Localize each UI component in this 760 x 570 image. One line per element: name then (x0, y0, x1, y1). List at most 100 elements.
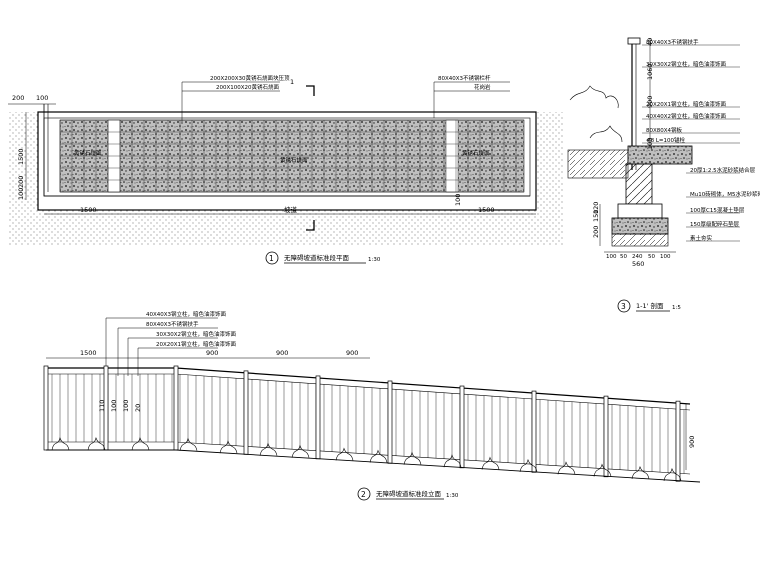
section-dim: 1060 (646, 63, 654, 80)
plan-dim: 100 (17, 188, 25, 200)
section-plant (569, 85, 619, 109)
section-gravel-base (611, 217, 669, 235)
elevation-shrubs (51, 436, 682, 481)
plan-dim: 200 (17, 176, 25, 188)
plan-section-number: 1 (290, 78, 294, 86)
section-dim: 240 (632, 254, 643, 260)
elevation-callout: 40X40X3钢立柱，暗色油漆饰面 (146, 310, 227, 318)
elevation-title: 无障碍坡道标准段立面 (376, 489, 442, 498)
section-label: 40X40X2钢立柱，暗色油漆饰面 (646, 112, 727, 120)
plan-drawing: 黄锈石烧面 黄锈石烧面 黄锈石烧面 200X200X30黄锈石烧面块压顶 200… (8, 74, 564, 265)
section-soil (567, 149, 629, 179)
elevation-shrub (369, 449, 388, 463)
plan-dim: 1500 (478, 206, 495, 214)
section-label: 20X20X1钢立柱，暗色油漆饰面 (646, 100, 727, 108)
elevation-post (43, 365, 49, 451)
elevation-rail-lower (46, 373, 691, 411)
plan-callout: 200X100X20黄锈石烧面 (216, 83, 280, 91)
section-dim: 200 (592, 226, 600, 238)
elevation-shrub (219, 440, 238, 454)
elevation-shrub (51, 436, 70, 451)
section-label: 100厚C15混凝土垫层 (690, 206, 745, 214)
elevation-dim: 110 (98, 400, 106, 412)
elevation-shrub (443, 454, 462, 468)
elevation-shrub (519, 458, 538, 472)
section-brick-wall (625, 163, 653, 205)
elevation-callout: 20X20X1钢立柱，暗色油漆饰面 (156, 340, 237, 348)
elevation-post (243, 370, 249, 455)
plan-callout: 200X200X30黄锈石烧面块压顶 (210, 74, 290, 82)
elevation-shrub (131, 436, 150, 451)
plan-leader (433, 81, 510, 118)
elevation-handrail (46, 367, 691, 405)
elevation-callout: 80X40X3不锈钢扶手 (146, 320, 199, 328)
elevation-dim: 100 (110, 400, 118, 412)
elevation-callout: 30X30X2钢立柱，暗色油漆饰面 (156, 330, 237, 338)
section-dim: 900 (646, 96, 654, 108)
elevation-post (675, 400, 681, 482)
section-dim: 120 (592, 202, 600, 214)
plan-callout: 花岗岩 (474, 83, 491, 91)
section-label: 80X80X4钢板 (646, 126, 683, 134)
section-dim: 150 (592, 210, 600, 222)
section-footing (617, 203, 663, 219)
elevation-dim: 100 (122, 400, 130, 412)
elevation-shrub (481, 456, 500, 470)
elevation-scale: 1:30 (446, 493, 459, 499)
section-soil-base (611, 233, 669, 247)
elevation-rail-bottom (46, 441, 691, 475)
plan-leader (182, 81, 280, 92)
section-dim: 100 (606, 254, 617, 260)
section-title: 1-1' 剖面 (636, 301, 664, 310)
elevation-dim: 1500 (80, 349, 97, 357)
plan-rail (43, 104, 530, 197)
elevation-shrub (557, 461, 576, 475)
elevation-post (459, 385, 465, 469)
elevation-shrub (179, 437, 198, 451)
elevation-dim: 900 (688, 436, 696, 448)
plan-label-block: 黄锈石烧面 (74, 149, 102, 157)
section-label: 20厚1:2.5水泥砂浆结合层 (690, 166, 756, 174)
section-label: 素土夯实 (690, 234, 713, 242)
elevation-shrub (87, 436, 106, 451)
elevation-leader (106, 317, 218, 349)
section-labels: 80X40X3不锈钢扶手 30X30X2钢立柱，暗色油漆饰面 20X20X1钢立柱，… (642, 38, 760, 242)
section-label: Mu10砖砌体，M5水泥砂浆砌筑 (690, 190, 760, 198)
elevation-title-number: 2 (361, 490, 366, 499)
section-drawing: 40 1060 900 100 150 200 120 80X40X3不锈钢扶手 30X30X… (567, 37, 760, 313)
elevation-post (531, 390, 537, 473)
plan-dim: 坡道 (284, 205, 298, 214)
elevation-post (603, 395, 609, 478)
section-handrail (627, 37, 641, 45)
section-vertical-dims: 40 1060 900 100 150 200 120 (592, 38, 654, 238)
plan-callout: 80X40X3不锈钢栏杆 (438, 74, 491, 82)
elevation-post (173, 365, 179, 451)
elevation-shrub (335, 447, 354, 461)
section-dim-total: 560 (632, 260, 644, 268)
section-dim: 50 (620, 254, 627, 260)
elevation-leader (117, 328, 139, 376)
section-scale: 1:5 (672, 305, 681, 311)
plan-label-block: 黄锈石烧面 (280, 156, 308, 164)
section-dim: 40 (646, 38, 654, 46)
section-label: 80X40X3不锈钢扶手 (646, 38, 699, 46)
elevation-dim: 900 (206, 349, 218, 357)
elevation-dim: 20 (134, 404, 142, 412)
plan-title-circle (265, 251, 279, 265)
elevation-dim: 900 (346, 349, 358, 357)
plan-title: 无障碍坡道标准段平面 (284, 253, 350, 262)
section-dim: 50 (648, 254, 655, 260)
elevation-shrub (593, 463, 612, 477)
elevation-post (315, 375, 321, 460)
plan-dim: 100 (454, 194, 462, 206)
section-label: 30X30X2钢立柱，暗色油漆饰面 (646, 60, 727, 68)
section-label: #8 L=100锚栓 (646, 136, 686, 144)
section-dim: 100 (646, 138, 654, 150)
section-slab (627, 145, 693, 165)
section-title-number: 3 (621, 302, 626, 311)
plan-grid (59, 119, 524, 193)
elevation-shrub (631, 465, 650, 479)
plan-section-cut (306, 85, 315, 96)
plan-dim: 1500 (80, 206, 97, 214)
